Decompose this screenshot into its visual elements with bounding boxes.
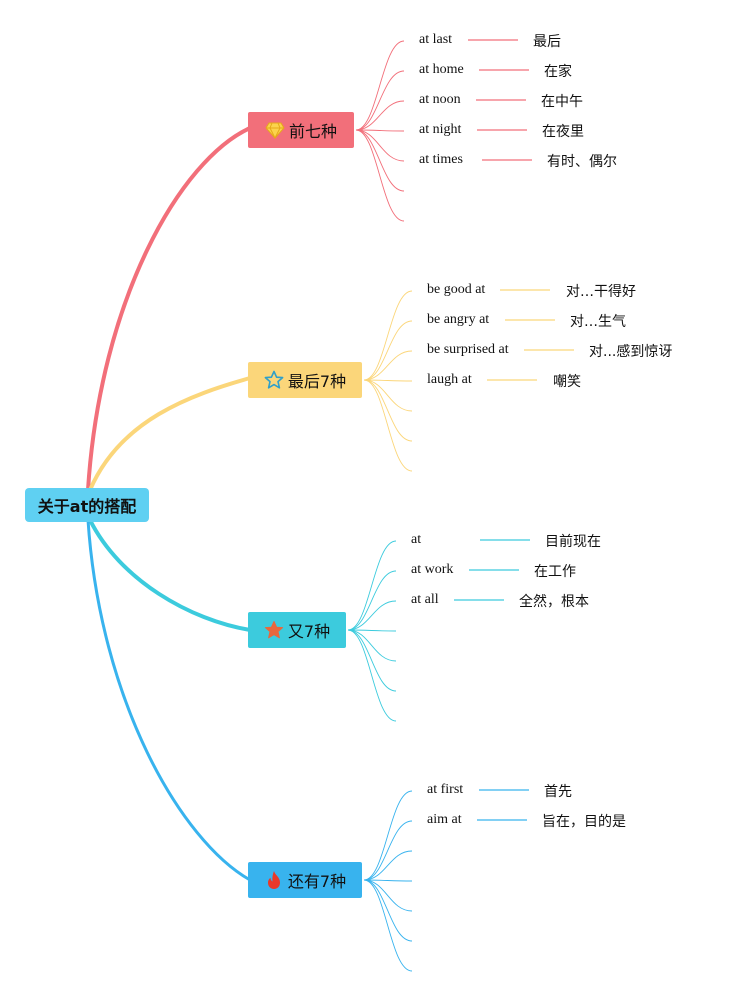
leaf-connector (363, 320, 413, 381)
leaf-connector (363, 379, 413, 472)
leaf-connector (363, 879, 413, 882)
meaning-node[interactable]: 嘲笑 (553, 374, 581, 390)
leaf-connector (363, 850, 413, 881)
meaning-node[interactable]: 首先 (544, 784, 572, 800)
branch-label: 还有7种 (287, 872, 347, 891)
phrase-node[interactable]: at times (419, 152, 463, 167)
meaning-node[interactable]: 全然，根本 (519, 594, 589, 610)
phrase-node[interactable]: be surprised at (427, 342, 509, 357)
leaf-connector (355, 70, 405, 131)
root-label: 关于at的搭配 (37, 497, 137, 516)
phrase-node[interactable]: at work (411, 562, 454, 577)
phrase-node[interactable]: at first (427, 782, 464, 797)
leaf-connector (363, 820, 413, 881)
root-branch-curve-2 (88, 376, 251, 491)
leaf-connector (355, 129, 405, 132)
leaf-connector (355, 100, 405, 131)
meaning-node[interactable]: 在家 (544, 64, 572, 80)
meaning-node[interactable]: 目前现在 (545, 534, 601, 550)
meaning-node[interactable]: 旨在，目的是 (542, 814, 626, 830)
gem-icon (265, 122, 285, 140)
meaning-node[interactable]: 对…干得好 (566, 284, 636, 300)
leaf-connector (347, 570, 397, 631)
leaf-connector (355, 129, 405, 222)
leaf-connector (355, 129, 405, 162)
branch-label: 前七种 (288, 122, 337, 141)
flame-icon (267, 871, 280, 889)
phrase-node[interactable]: at night (419, 122, 462, 137)
phrase-node[interactable]: be good at (427, 282, 486, 297)
branch-label: 又7种 (287, 622, 331, 641)
leaf-connector (347, 629, 397, 722)
branch-node-2[interactable]: 最后7种 (248, 362, 362, 398)
branch-node-1[interactable]: 前七种 (248, 112, 354, 148)
leaf-connector (363, 879, 413, 972)
star-filled-icon (264, 621, 284, 639)
leaf-connector (363, 379, 413, 442)
meaning-node[interactable]: 对…生气 (570, 314, 626, 330)
leaf-connector (347, 629, 397, 632)
phrase-node[interactable]: at home (419, 62, 464, 77)
leaf-connector (363, 879, 413, 942)
leaf-connector (355, 40, 405, 131)
phrase-node[interactable]: aim at (427, 812, 462, 827)
leaf-connector (355, 129, 405, 192)
leaf-connector (363, 879, 413, 912)
branch-node-3[interactable]: 又7种 (248, 612, 346, 648)
root-branch-curve-3 (88, 519, 251, 632)
leaf-connector (363, 350, 413, 381)
meaning-node[interactable]: 有时、偶尔 (547, 154, 617, 170)
phrase-node[interactable]: be angry at (427, 312, 490, 327)
leaf-connector (347, 540, 397, 631)
branch-node-4[interactable]: 还有7种 (248, 862, 362, 898)
star-outline-icon (264, 370, 284, 389)
meaning-node[interactable]: 在中午 (541, 94, 583, 110)
root-branch-curve-4 (86, 519, 251, 882)
meaning-node[interactable]: 在夜里 (542, 124, 584, 140)
branch-label: 最后7种 (287, 372, 347, 391)
phrase-node[interactable]: at last (419, 32, 453, 47)
leaf-connector (363, 290, 413, 381)
leaf-connector (347, 600, 397, 631)
leaf-connector (363, 790, 413, 881)
leaf-connector (363, 379, 413, 412)
leaf-connector (363, 379, 413, 382)
meaning-node[interactable]: 在工作 (534, 564, 576, 580)
phrase-node[interactable]: at (411, 532, 422, 547)
phrase-node[interactable]: at noon (419, 92, 461, 107)
phrase-node[interactable]: at all (411, 592, 439, 607)
phrase-node[interactable]: laugh at (427, 372, 472, 387)
meaning-node[interactable]: 对...感到惊讶 (589, 344, 673, 360)
leaf-connector (347, 629, 397, 662)
leaf-connector (347, 629, 397, 692)
meaning-node[interactable]: 最后 (533, 34, 561, 50)
root-branch-curve-1 (86, 126, 251, 491)
root-node[interactable]: 关于at的搭配 (25, 488, 149, 522)
